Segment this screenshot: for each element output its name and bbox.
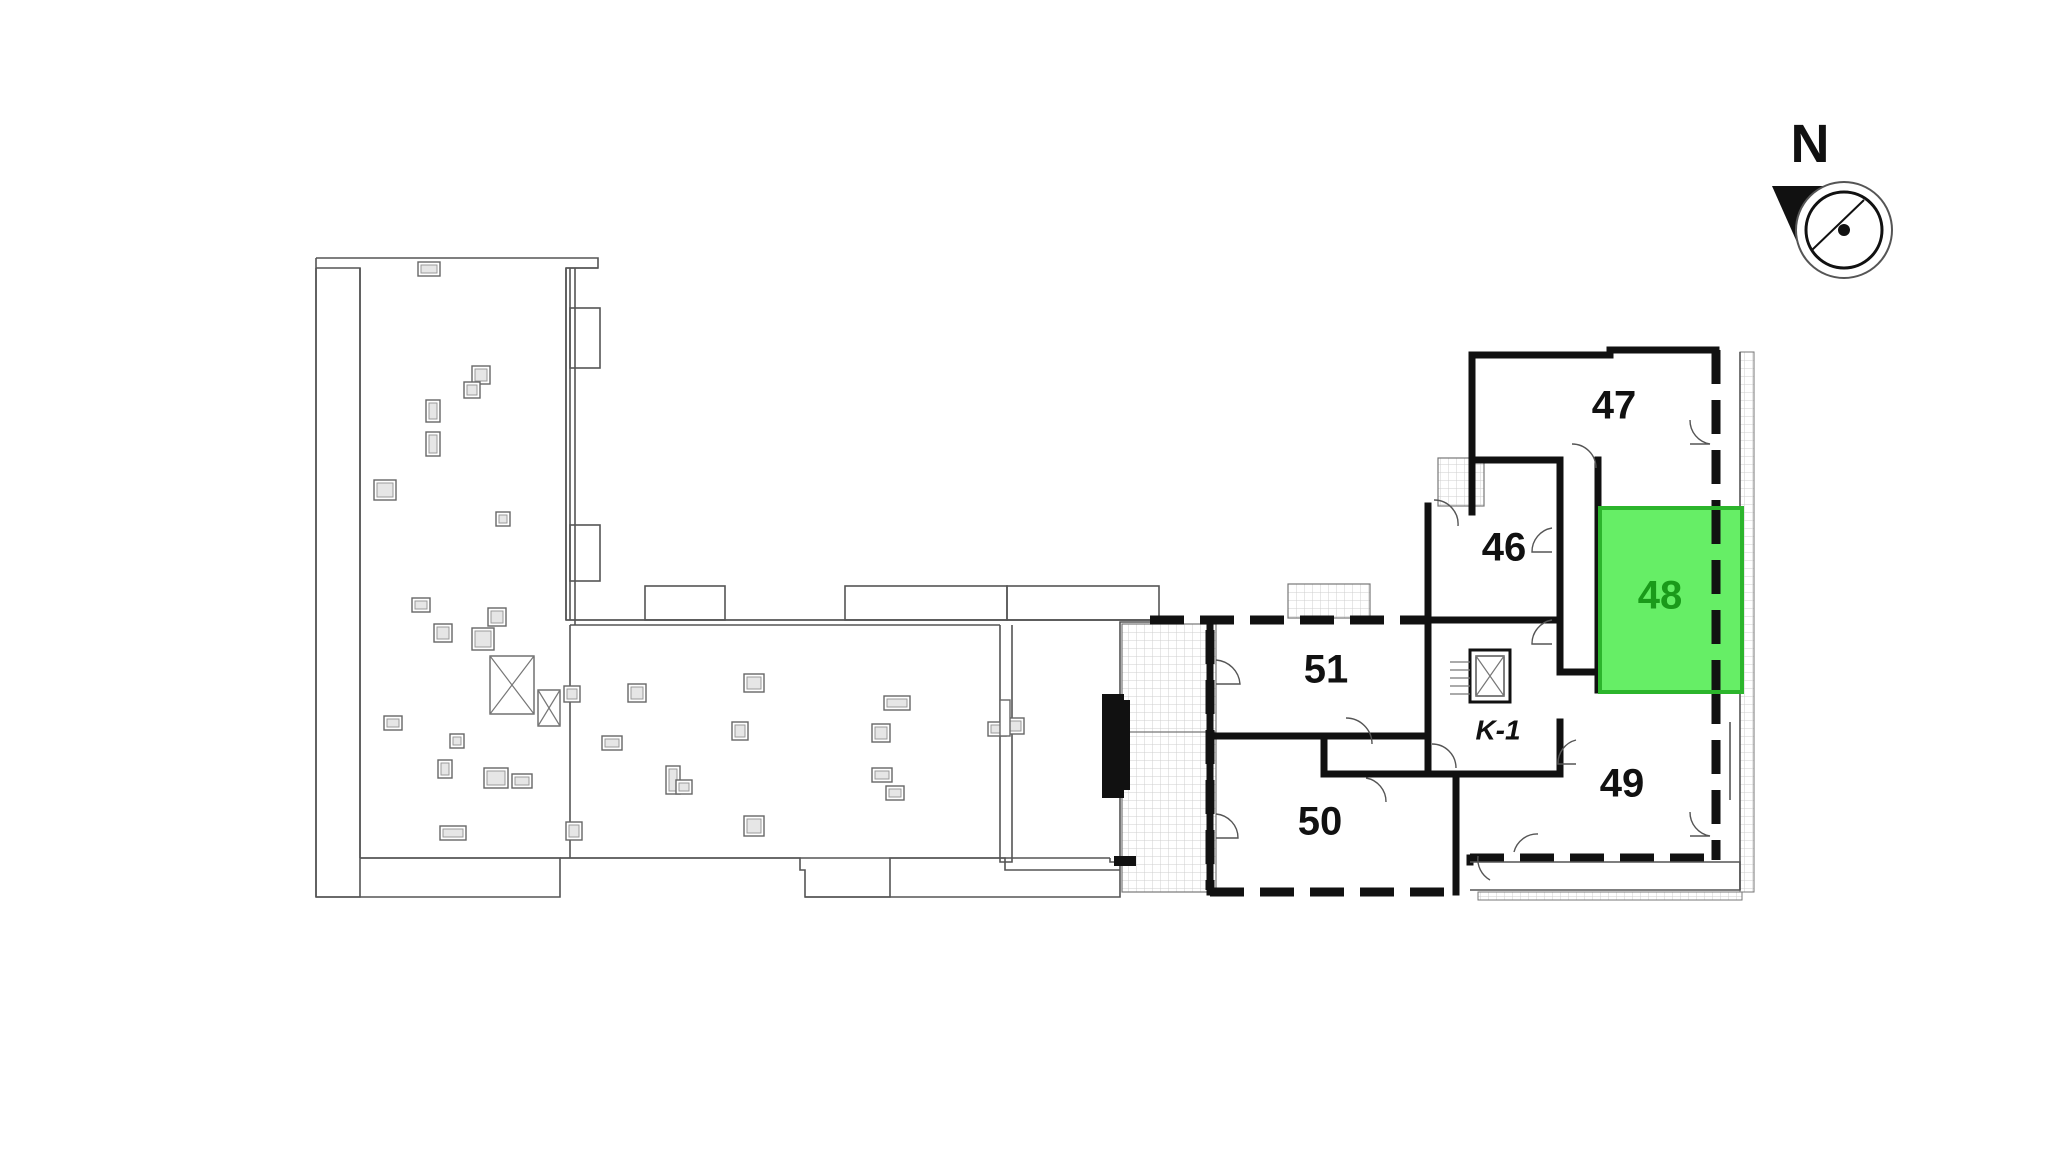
unit-50-label: 50 [1298, 800, 1343, 844]
unit-48[interactable]: 48 [1600, 508, 1742, 692]
unit-47[interactable]: 47 [1476, 358, 1714, 458]
unit-46[interactable]: 46 [1432, 464, 1558, 618]
unit-51[interactable]: 51 [1214, 624, 1426, 734]
unit-48-area[interactable] [1598, 506, 1744, 694]
north-compass: N [1772, 114, 1893, 279]
roof-vents [373, 261, 1025, 841]
unit-labels: 47 46 48 51 49 50 K-1 [1214, 358, 1742, 890]
unit-51-label: 51 [1304, 648, 1349, 692]
stair-k1-symbol [1450, 648, 1512, 704]
doors [1215, 419, 1711, 881]
unit-49[interactable]: 49 [1460, 694, 1714, 856]
unit-46-label: 46 [1482, 526, 1527, 570]
terrace-hatched-strip [1102, 351, 1755, 901]
stair-k1-label: K-1 [1475, 714, 1520, 745]
unit-49-label: 49 [1600, 762, 1645, 806]
unit-48-label: 48 [1638, 574, 1683, 618]
compass-north-label: N [1791, 114, 1830, 174]
roof-terrace [315, 257, 1161, 898]
unit-47-label: 47 [1592, 384, 1637, 428]
unit-50[interactable]: 50 [1214, 778, 1454, 890]
